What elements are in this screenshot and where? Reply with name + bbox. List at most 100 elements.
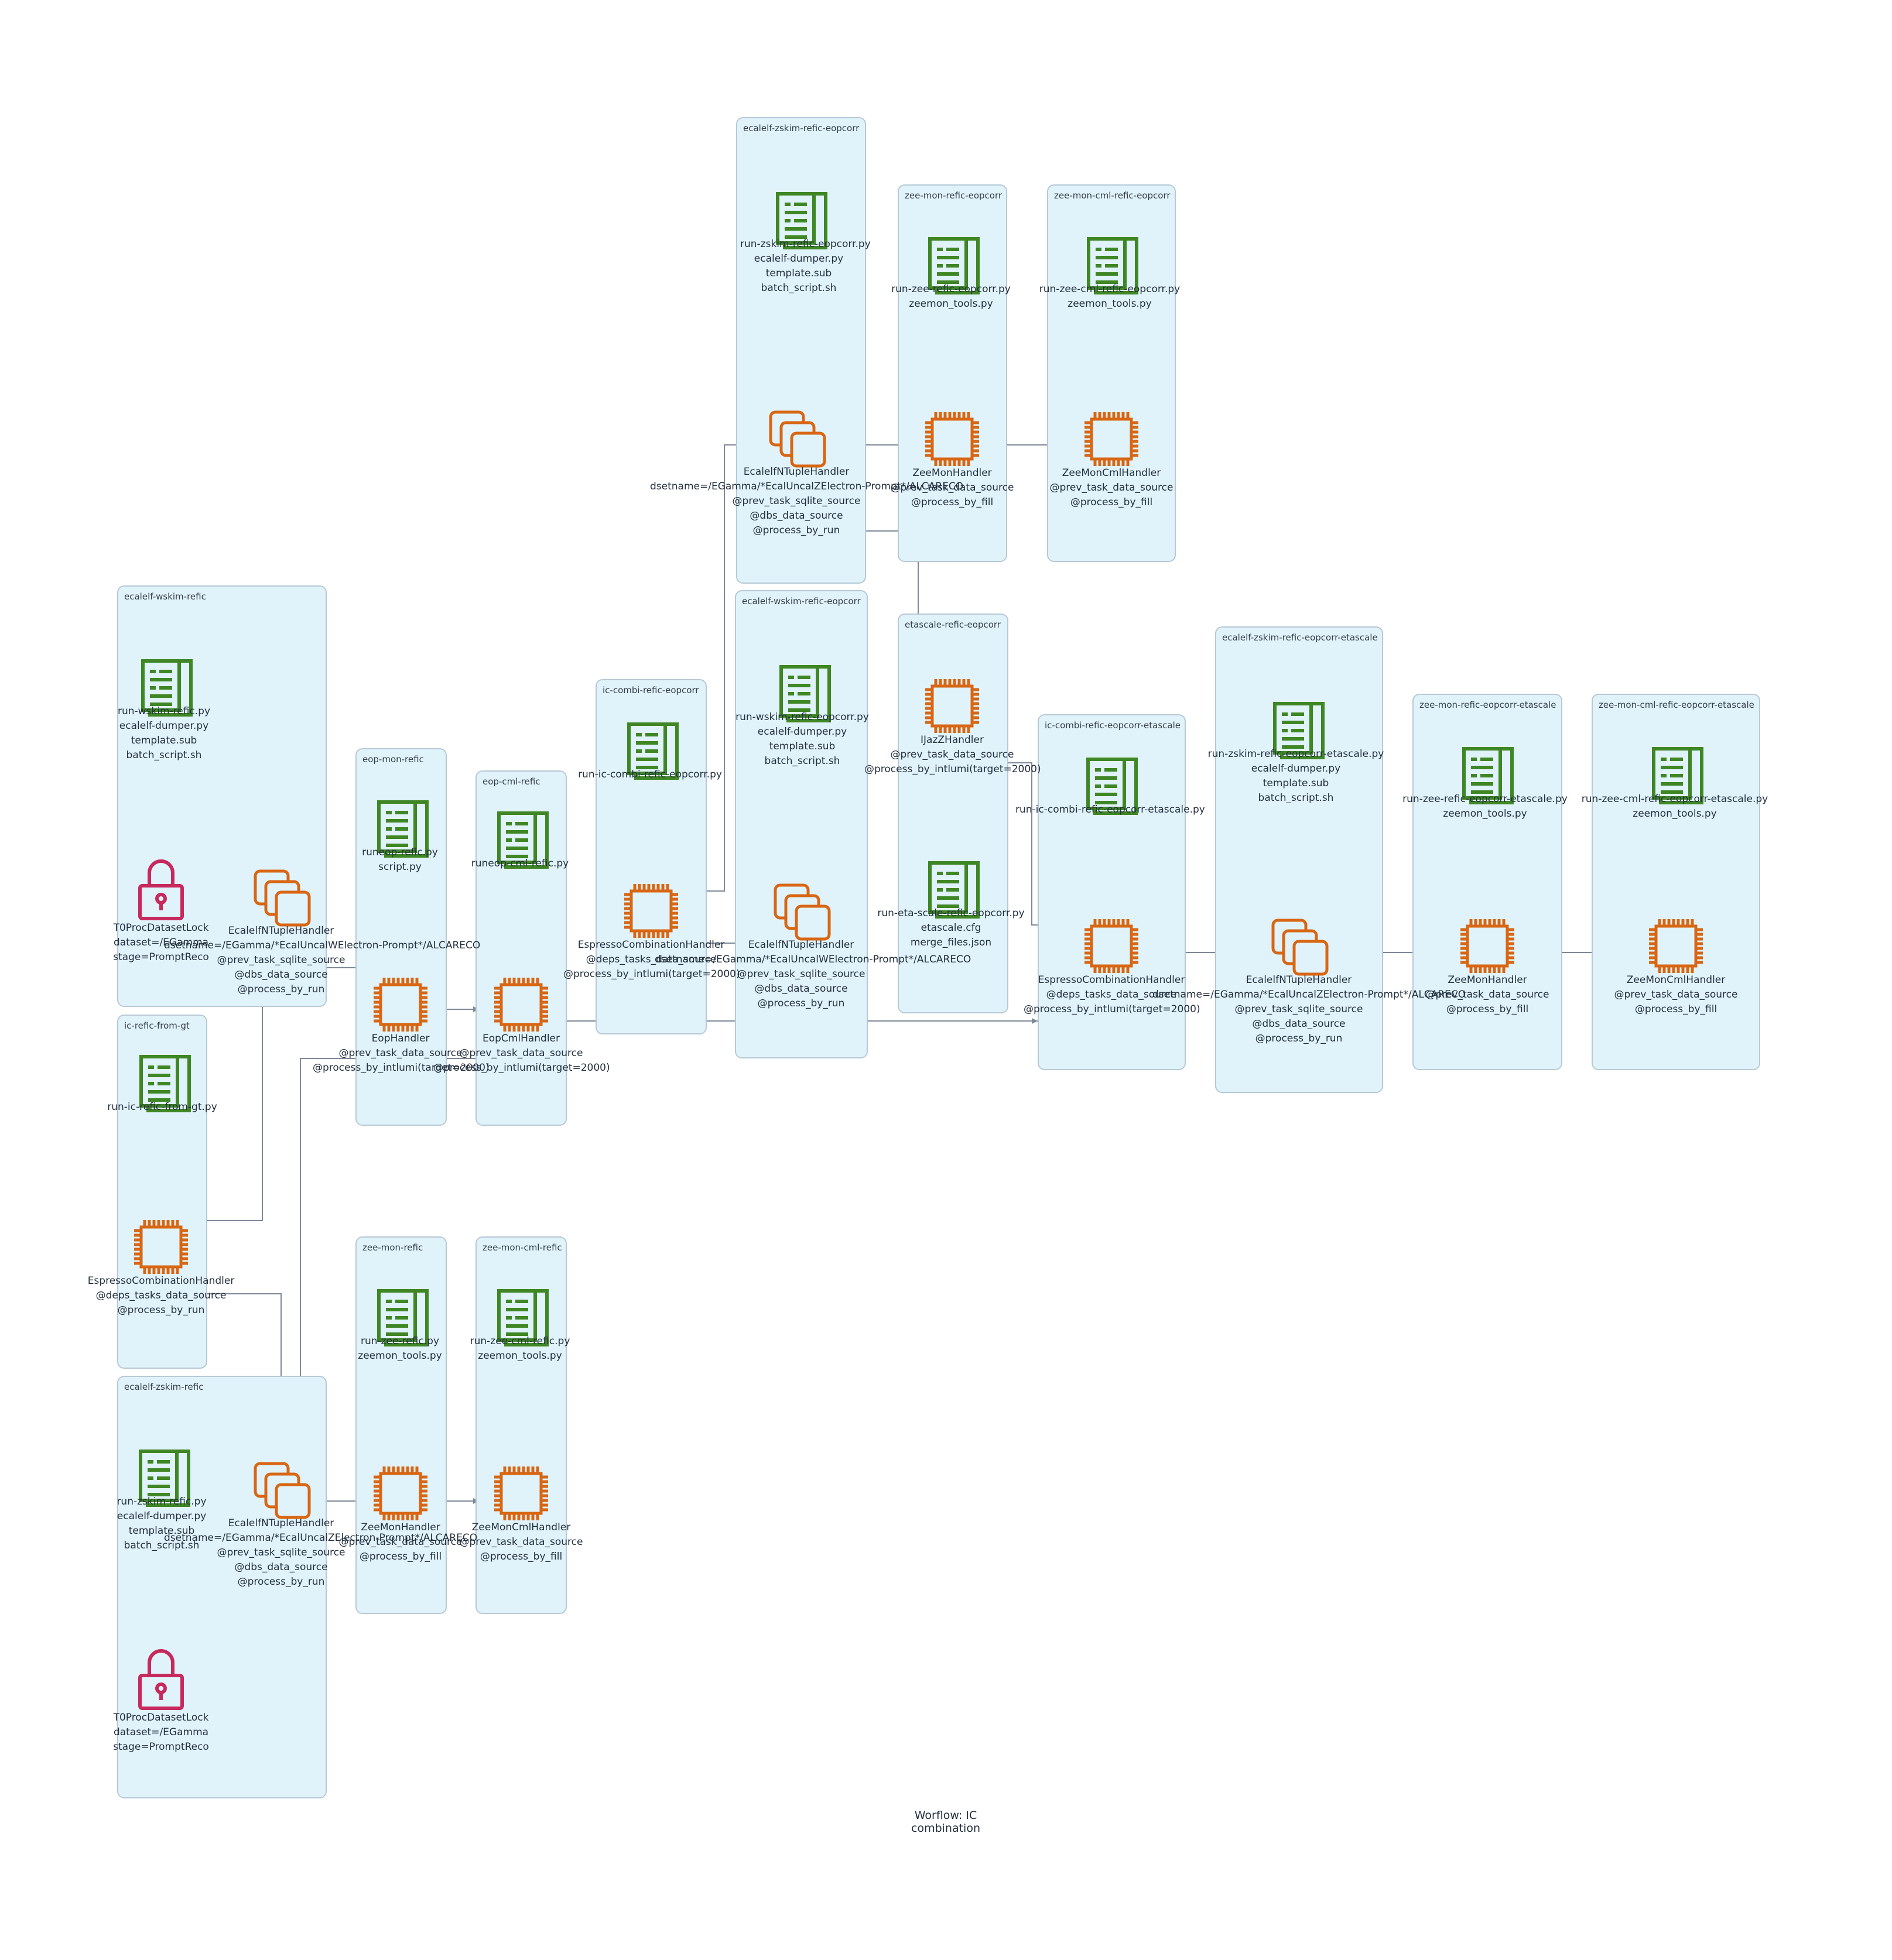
eop-handler-node[interactable]: EopHandler@prev_task_data_source@process… [313,975,490,1074]
combination-handler-node[interactable]: EspressoCombinationHandler@deps_tasks_da… [1024,917,1200,1015]
script-node[interactable]: run-ic-combi-refic-eopcorr-etascale.py [1015,757,1205,815]
lock-icon [138,859,184,920]
node-label-line: @prev_task_data_source [890,482,1014,494]
group-title: zee-mon-cml-refic-eopcorr [1054,190,1171,201]
node-label-line: stage=PromptReco [113,951,209,963]
node-label-line: run-ic-refic-from-gt.py [107,1101,217,1113]
node-label-line: @process_by_run [117,1304,205,1316]
processor-icon [925,412,979,466]
node-label-line: ecalelf-dumper.py [119,720,209,732]
node-label-line: run-zee-cml-refic-eopcorr.py [1039,283,1181,295]
script-node[interactable]: run-ic-refic-from-gt.py [104,1054,221,1113]
combination-handler-node[interactable]: EspressoCombinationHandler@deps_tasks_da… [73,1218,249,1316]
node-label-line: @prev_task_data_source [890,749,1014,760]
node-label-line: @process_by_fill [359,1551,442,1562]
document-icon [776,192,827,249]
node-label-line: EcalelfNTupleHandler [228,1517,334,1529]
node-label-line: @process_by_fill [1634,1003,1717,1015]
node-label-line: @process_by_run [752,525,840,536]
node-label-line: run-zskim-refic.py [117,1496,207,1507]
zeemon-cml-handler-node[interactable]: ZeeMonCmlHandler@prev_task_data_source@p… [1024,410,1199,508]
diagram-caption: Worflow: IC combination [911,1809,980,1835]
node-label-line: zeemon_tools.py [478,1350,562,1362]
zeemon-cml-handler-node[interactable]: ZeeMonCmlHandler@prev_task_data_source@p… [433,1464,609,1562]
script-node[interactable]: runeop-cml-refic.py [461,811,579,869]
node-label-line: @process_by_intlumi(target=2000) [1024,1003,1200,1015]
node-label-line: @prev_task_data_source [1425,989,1549,1000]
document-icon [377,1289,429,1346]
node-label-line: batch_script.sh [761,282,837,294]
node-label-line: ZeeMonHandler [361,1522,440,1533]
ijazz-handler-node[interactable]: IJazZHandler@prev_task_data_source@proce… [864,677,1041,775]
zeemon-handler-node[interactable]: ZeeMonHandler@prev_task_data_source@proc… [1400,917,1575,1015]
node-label: runeop-cml-refic.py [461,856,579,871]
ntuple-handler-node[interactable]: EcalelfNTupleHandler dsetname=/EGamma/*Ec… [650,409,963,536]
node-label: ZeeMonCmlHandler@prev_task_data_source@p… [1024,466,1199,510]
document-icon [779,665,831,722]
node-label-line: @prev_task_sqlite_source [732,495,861,507]
node-label-line: EopHandler [371,1033,430,1044]
node-label-line: EspressoCombinationHandler [577,939,725,951]
node-label-line: batch_script.sh [1258,792,1334,804]
processor-icon [374,1466,427,1520]
stacked-tasks-icon [254,1462,311,1519]
document-icon [928,237,980,294]
group-title: ic-combi-refic-eopcorr [603,685,699,695]
group-title: zee-mon-cml-refic [483,1242,562,1253]
document-icon [497,1289,549,1346]
node-label-line: run-zee-refic-eopcorr-etascale.py [1402,793,1568,805]
node-label: ZeeMonHandler@prev_task_data_source@proc… [1400,973,1575,1017]
group-title: ecalelf-wskim-refic-eopcorr [742,596,861,606]
combination-handler-node[interactable]: EspressoCombinationHandler@deps_tasks_da… [563,882,740,980]
node-label: ZeeMonHandler@prev_task_data_source@proc… [864,466,1040,510]
zeemon-handler-node[interactable]: ZeeMonHandler@prev_task_data_source@proc… [313,1464,488,1562]
node-label-line: @prev_task_sqlite_source [737,968,865,980]
node-label-line: ecalelf-dumper.py [754,253,844,265]
node-label-line: @process_by_run [1255,1033,1343,1044]
node-label-line: EspressoCombinationHandler [87,1275,235,1287]
node-label-line: @prev_task_sqlite_source [217,1547,345,1558]
node-label-line: dsetname=/EGamma/*EcalUncalZElectron-Pro… [650,481,964,492]
zeemon-handler-node[interactable]: ZeeMonHandler@prev_task_data_source@proc… [864,410,1040,508]
node-label-line: EcalelfNTupleHandler [743,466,850,478]
node-label: ZeeMonHandler@prev_task_data_source@proc… [313,1520,488,1564]
node-label: run-ic-refic-from-gt.py [104,1100,221,1115]
zeemon-cml-handler-node[interactable]: ZeeMonCmlHandler@prev_task_data_source@p… [1588,917,1764,1015]
node-label-line: run-ic-combi-refic-eopcorr.py [578,769,722,780]
document-icon [1086,758,1138,815]
node-label: ZeeMonCmlHandler@prev_task_data_source@p… [433,1520,609,1564]
group-title: eop-cml-refic [483,776,540,787]
node-label-line: EcalelfNTupleHandler [1246,974,1352,986]
eop-cml-handler-node[interactable]: EopCmlHandler@prev_task_data_source@proc… [433,975,610,1074]
node-label-line: @process_by_run [757,998,845,1009]
script-node[interactable]: run-ic-combi-refic-eopcorr.py [568,722,732,780]
node-label-line: @prev_task_sqlite_source [217,954,345,966]
node-label-line: runeop-cml-refic.py [471,858,569,869]
node-label-line: zeemon_tools.py [909,298,993,310]
processor-icon [134,1220,188,1274]
